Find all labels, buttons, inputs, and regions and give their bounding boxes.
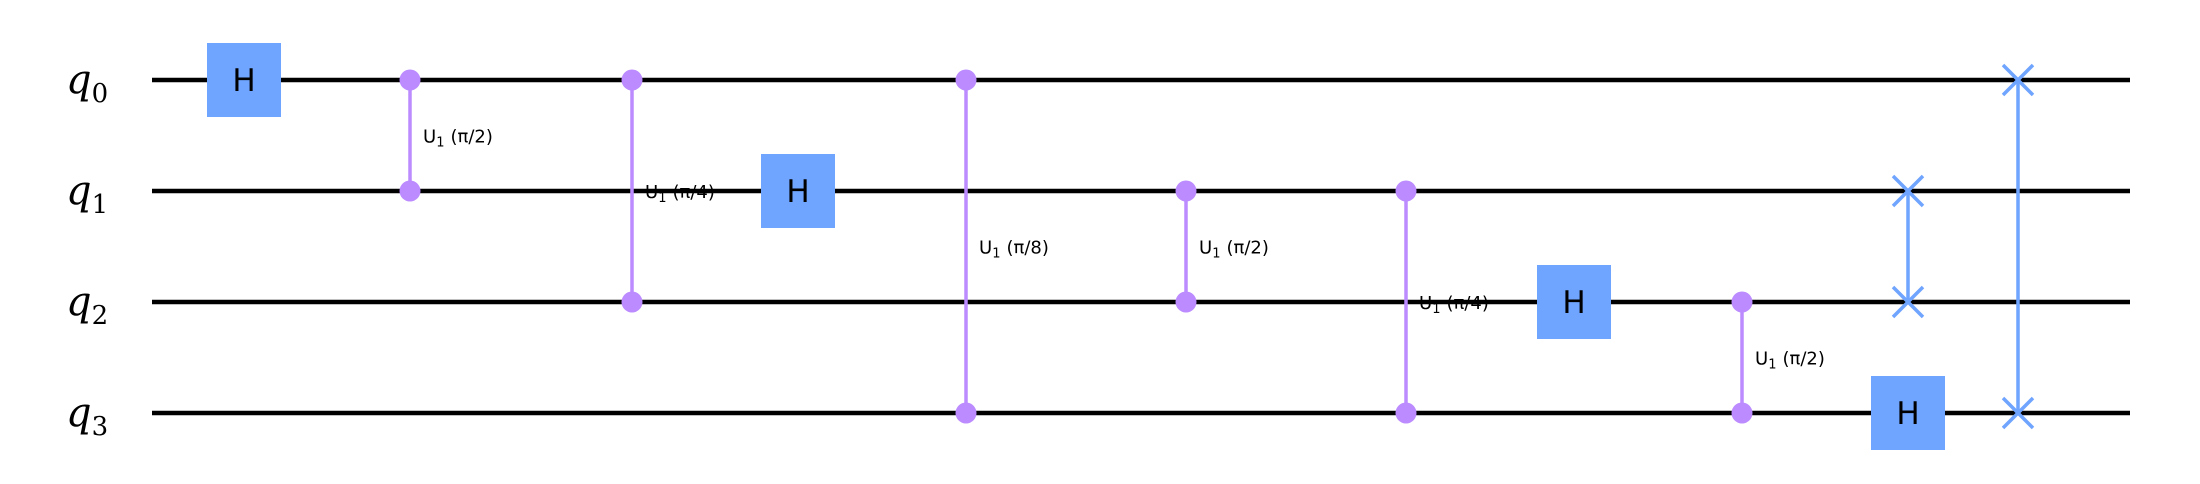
control-dot [1731, 291, 1753, 313]
controlled-phase-gate-q1-q2: U1(π/2) [1175, 180, 1269, 313]
phase-gate-label: U1(π/2) [1199, 238, 1269, 262]
swap-cross-icon [1891, 285, 1925, 319]
control-dot [399, 69, 421, 91]
qubit-label-2: q2 [66, 279, 108, 331]
swap-cross-icon [1891, 174, 1925, 208]
controlled-phase-gate-q0-q3: U1(π/8) [955, 69, 1049, 424]
hadamard-gate-q1: H [761, 154, 835, 228]
hadamard-gate-box [1871, 376, 1945, 450]
phase-gate-label: U1(π/4) [1419, 293, 1489, 317]
control-dot [621, 291, 643, 313]
phase-gate-label: U1(π/2) [423, 127, 493, 151]
hadamard-gate-q2: H [1537, 265, 1611, 339]
controlled-phase-gate-q0-q1: U1(π/2) [399, 69, 493, 202]
control-dot [1395, 180, 1417, 202]
control-dot [955, 402, 977, 424]
hadamard-gate-q0: H [207, 43, 281, 117]
hadamard-gate-label: H [786, 174, 809, 210]
controlled-phase-gate-q0-q2: U1(π/4) [621, 69, 715, 313]
qubit-label-1: q1 [66, 168, 108, 220]
hadamard-gate-label: H [1562, 285, 1585, 321]
phase-gate-label: U1(π/4) [645, 182, 715, 206]
phase-gate-label: U1(π/8) [979, 238, 1049, 262]
control-dot [1175, 291, 1197, 313]
hadamard-gate-label: H [232, 63, 255, 99]
control-dot [1395, 402, 1417, 424]
hadamard-gate-box [761, 154, 835, 228]
control-dot [1175, 180, 1197, 202]
controlled-phase-gate-q2-q3: U1(π/2) [1731, 291, 1825, 424]
controlled-phase-gate-q1-q3: U1(π/4) [1395, 180, 1489, 424]
control-dot [399, 180, 421, 202]
qubit-label-3: q3 [66, 390, 108, 442]
qubit-label-0: q0 [66, 57, 108, 109]
swap-cross-icon [2001, 396, 2035, 430]
control-dot [955, 69, 977, 91]
hadamard-gate-q3: H [1871, 376, 1945, 450]
control-dot [1731, 402, 1753, 424]
swap-gate-q1-q2 [1891, 174, 1925, 319]
hadamard-gate-box [1537, 265, 1611, 339]
swap-cross-icon [2001, 63, 2035, 97]
hadamard-gate-label: H [1896, 396, 1919, 432]
control-dot [621, 69, 643, 91]
hadamard-gate-box [207, 43, 281, 117]
phase-gate-label: U1(π/2) [1755, 349, 1825, 373]
swap-gate-q0-q3 [2001, 63, 2035, 430]
